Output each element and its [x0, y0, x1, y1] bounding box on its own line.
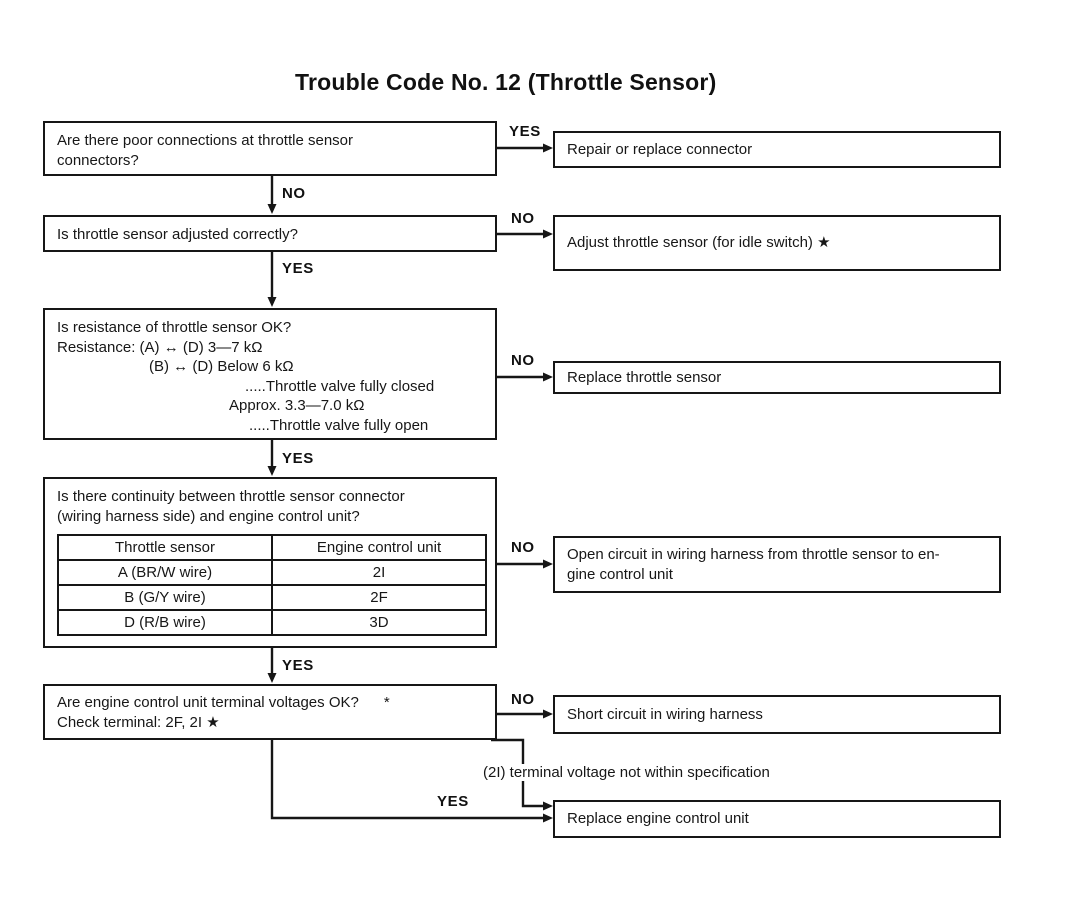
terminal-2i-note: (2I) terminal voltage not within specifi…: [483, 764, 774, 781]
action-text: Adjust throttle sensor (for idle switch)…: [567, 234, 831, 252]
resistance-spec: .....Throttle valve fully open: [249, 416, 429, 434]
question-text: Are there poor connections at throttle s…: [57, 132, 354, 149]
question-text: Is throttle sensor adjusted correctly?: [57, 226, 298, 243]
action-box-repair-connector: Repair or replace connector: [553, 131, 1001, 168]
action-text: Open circuit in wiring harness from thro…: [567, 546, 940, 563]
action-box-replace-ecu: Replace engine control unit: [553, 800, 1001, 838]
branch-label-yes: YES: [282, 450, 314, 467]
column-header: Engine control unit: [271, 534, 487, 561]
action-text: gine control unit: [567, 565, 673, 583]
continuity-table: Throttle sensor Engine control unit A (B…: [57, 534, 487, 636]
branch-label-yes: YES: [282, 657, 314, 674]
arrowhead: [543, 559, 553, 569]
sensor-cell: B (G/Y wire): [57, 584, 273, 611]
arrowhead: [267, 297, 277, 307]
question-box-resistance: Is resistance of throttle sensor OK? Res…: [43, 308, 497, 440]
question-box-continuity: Is there continuity between throttle sen…: [43, 477, 497, 648]
resistance-spec: (B) ↔ (D) Below 6 kΩ: [149, 358, 294, 375]
table-row: A (BR/W wire) 2I: [57, 559, 487, 586]
question-box-voltages: Are engine control unit terminal voltage…: [43, 684, 497, 740]
action-box-replace-sensor: Replace throttle sensor: [553, 361, 1001, 394]
action-box-adjust-sensor: Adjust throttle sensor (for idle switch)…: [553, 215, 1001, 271]
question-text: Check terminal: 2F, 2I ★: [57, 713, 220, 731]
action-text: Repair or replace connector: [567, 140, 753, 158]
action-box-open-circuit: Open circuit in wiring harness from thro…: [553, 536, 1001, 593]
arrowhead: [267, 466, 277, 476]
table-row: D (R/B wire) 3D: [57, 609, 487, 636]
sensor-cell: D (R/B wire): [57, 609, 273, 636]
ecu-cell: 2F: [271, 584, 487, 611]
question-box-adjustment: Is throttle sensor adjusted correctly?: [43, 215, 497, 252]
branch-label-no: NO: [511, 691, 535, 708]
branch-label-yes: YES: [509, 123, 541, 140]
action-text: Replace engine control unit: [567, 810, 749, 828]
table-row: B (G/Y wire) 2F: [57, 584, 487, 611]
resistance-spec: Approx. 3.3—7.0 kΩ: [229, 397, 365, 414]
question-text: Are engine control unit terminal voltage…: [57, 694, 390, 711]
question-box-connections: Are there poor connections at throttle s…: [43, 121, 497, 176]
arrowhead: [267, 204, 277, 214]
question-text: connectors?: [57, 151, 139, 169]
ecu-cell: 2I: [271, 559, 487, 586]
branch-label-no: NO: [511, 210, 535, 227]
arrowhead: [267, 673, 277, 683]
branch-label-no: NO: [282, 185, 306, 202]
arrowhead: [543, 372, 553, 382]
table-header-row: Throttle sensor Engine control unit: [57, 534, 487, 561]
sensor-cell: A (BR/W wire): [57, 559, 273, 586]
resistance-spec: Resistance: (A) ↔ (D) 3—7 kΩ: [57, 338, 263, 356]
page-title: Trouble Code No. 12 (Throttle Sensor): [295, 69, 717, 95]
action-text: Replace throttle sensor: [567, 368, 722, 386]
action-box-short-circuit: Short circuit in wiring harness: [553, 695, 1001, 734]
question-text: Is resistance of throttle sensor OK?: [57, 319, 292, 336]
action-text: Short circuit in wiring harness: [567, 705, 763, 723]
arrowhead: [543, 801, 553, 811]
branch-label-yes: YES: [437, 793, 469, 810]
arrowhead: [543, 143, 553, 153]
resistance-spec: .....Throttle valve fully closed: [245, 377, 435, 395]
branch-label-yes: YES: [282, 260, 314, 277]
arrowhead: [543, 229, 553, 239]
branch-label-no: NO: [511, 539, 535, 556]
arrowhead: [543, 709, 553, 719]
column-header: Throttle sensor: [57, 534, 273, 561]
question-text: Is there continuity between throttle sen…: [57, 488, 405, 505]
branch-label-no: NO: [511, 352, 535, 369]
ecu-cell: 3D: [271, 609, 487, 636]
arrowhead: [543, 813, 553, 823]
question-text: (wiring harness side) and engine control…: [57, 507, 360, 525]
